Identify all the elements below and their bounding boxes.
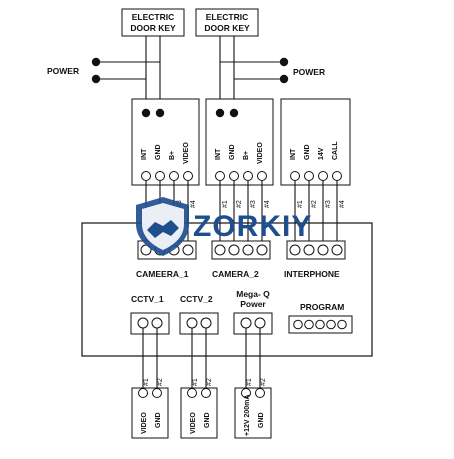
cctv-1-connector: CCTV_1 <box>130 294 170 335</box>
door-key-2: ELECTRIC DOOR KEY <box>195 8 259 37</box>
svg-text:INT: INT <box>290 148 297 160</box>
svg-text:#1: #1 <box>246 378 253 386</box>
interphone-connector: INTERPHONE <box>284 240 346 279</box>
svg-text:#2: #2 <box>311 200 318 208</box>
svg-text:#3: #3 <box>250 200 257 208</box>
svg-text:GND: GND <box>304 144 311 160</box>
svg-text:DOOR KEY: DOOR KEY <box>204 23 250 33</box>
wire-numbers-interphone: #1 #2 #3 #4 <box>297 200 346 208</box>
svg-text:INTERPHONE: INTERPHONE <box>284 269 340 279</box>
wire-numbers-bottom: #1 #2 #1 #2 #1 #2 <box>143 378 267 386</box>
mega-q-power-connector: Mega- Q Power <box>233 289 273 335</box>
zorkiy-watermark: ZORKIY <box>136 197 312 256</box>
svg-text:#4: #4 <box>339 200 346 208</box>
svg-text:INT: INT <box>215 148 222 160</box>
svg-text:POWER: POWER <box>293 67 325 77</box>
svg-text:CCTV_2: CCTV_2 <box>180 294 213 304</box>
svg-text:GND: GND <box>204 412 211 428</box>
svg-text:POWER: POWER <box>47 66 79 76</box>
svg-text:#2: #2 <box>260 378 267 386</box>
svg-text:#1: #1 <box>297 200 304 208</box>
wire-numbers-camera-2: #1 #2 #3 #4 <box>222 200 271 208</box>
svg-text:Mega- Q: Mega- Q <box>236 289 270 299</box>
svg-text:B+: B+ <box>243 151 250 160</box>
power-terminal-right: POWER <box>279 57 325 84</box>
svg-text:B+: B+ <box>169 151 176 160</box>
power-terminal-left: POWER <box>47 57 101 84</box>
cctv-2-connector: CCTV_2 <box>179 294 219 335</box>
svg-text:#3: #3 <box>325 200 332 208</box>
main-board <box>81 222 373 357</box>
svg-text:#1: #1 <box>143 378 150 386</box>
svg-text:#1: #1 <box>192 378 199 386</box>
svg-text:CAMEERA_1: CAMEERA_1 <box>136 269 189 279</box>
cctv-1-terminal: VIDEO GND <box>131 387 169 439</box>
svg-text:GND: GND <box>258 412 265 428</box>
door-key-1: ELECTRIC DOOR KEY <box>121 8 185 37</box>
svg-text:VIDEO: VIDEO <box>257 142 264 164</box>
svg-text:INT: INT <box>141 148 148 160</box>
svg-text:PROGRAM: PROGRAM <box>300 302 344 312</box>
svg-text:ZORKIY: ZORKIY <box>193 210 312 243</box>
svg-text:VIDEO: VIDEO <box>141 412 148 434</box>
svg-text:GND: GND <box>155 412 162 428</box>
svg-text:CALL: CALL <box>332 141 339 160</box>
svg-text:ELECTRIC: ELECTRIC <box>132 12 175 22</box>
shield-logo-icon <box>136 197 189 256</box>
svg-text:#2: #2 <box>236 200 243 208</box>
svg-text:ELECTRIC: ELECTRIC <box>206 12 249 22</box>
camera-2-connector: CAMERA_2 <box>211 240 271 279</box>
svg-text:14V: 14V <box>318 147 325 160</box>
svg-text:+12V 200mA: +12V 200mA <box>244 395 251 436</box>
svg-text:DOOR KEY: DOOR KEY <box>130 23 176 33</box>
svg-text:#2: #2 <box>206 378 213 386</box>
svg-text:#4: #4 <box>264 200 271 208</box>
svg-text:VIDEO: VIDEO <box>190 412 197 434</box>
program-connector: PROGRAM <box>288 302 353 334</box>
svg-text:GND: GND <box>155 144 162 160</box>
svg-text:#1: #1 <box>222 200 229 208</box>
svg-text:CAMERA_2: CAMERA_2 <box>212 269 259 279</box>
svg-text:CCTV_1: CCTV_1 <box>131 294 164 304</box>
svg-text:GND: GND <box>229 144 236 160</box>
camera-module-1: INT GND B+ VIDEO <box>131 98 200 186</box>
svg-text:#4: #4 <box>190 200 197 208</box>
camera-module-2: INT GND B+ VIDEO <box>205 98 274 186</box>
mega-q-power-terminal: +12V 200mA GND <box>234 387 272 439</box>
interphone-module: INT GND 14V CALL <box>280 98 351 186</box>
svg-text:Power: Power <box>240 299 266 309</box>
bottom-wires <box>142 328 261 392</box>
svg-text:VIDEO: VIDEO <box>183 142 190 164</box>
cctv-2-terminal: VIDEO GND <box>180 387 218 439</box>
svg-text:#2: #2 <box>157 378 164 386</box>
